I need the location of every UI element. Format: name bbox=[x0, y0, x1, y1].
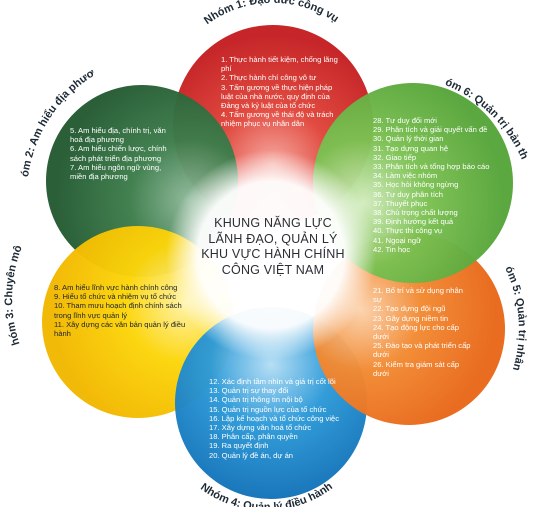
list-item: 7. Am hiểu ngôn ngữ vùng, miền địa phươn… bbox=[70, 162, 162, 182]
list-item: 6. Am hiểu chiến lược, chính sách phát t… bbox=[70, 144, 167, 163]
list-item: 23. Gây dựng niềm tin bbox=[373, 313, 449, 323]
list-item: 4. Tấm gương về thái độ và trách nhiệm p… bbox=[221, 110, 334, 129]
list-item: 22. Tạo dựng đội ngũ bbox=[373, 304, 446, 314]
list-item: 8. Am hiểu lĩnh vực hành chính công bbox=[54, 283, 178, 292]
group-4-items: 12. Xác định tầm nhìn và giá trị cốt lõi… bbox=[209, 377, 339, 460]
list-item: 37. Thuyết phục bbox=[373, 198, 428, 208]
center-disc bbox=[166, 150, 376, 360]
group-2-items: 5. Am hiểu địa, chính trị, văn hoá địa p… bbox=[70, 126, 175, 181]
list-item: 32. Giao tiếp bbox=[373, 152, 417, 162]
list-item: 16. Lập kế hoạch và tổ chức công việc bbox=[209, 413, 340, 423]
list-item: 9. Hiểu tổ chức và nhiệm vụ tổ chức bbox=[54, 292, 177, 302]
list-item: 29. Phân tích và giải quyết vấn đề bbox=[373, 125, 488, 135]
list-item: 39. Định hướng kết quả bbox=[373, 217, 454, 227]
list-item: 5. Am hiểu địa, chính trị, văn hoá địa p… bbox=[70, 126, 166, 145]
list-item: 14. Quản trị thông tin nội bộ bbox=[209, 395, 303, 405]
list-item: 13. Quản trị sự thay đổi bbox=[209, 386, 289, 396]
list-item: 11. Xây dựng các văn bản quản lý điều hà… bbox=[54, 319, 186, 339]
list-item: 21. Bố trí và sử dụng nhân sự bbox=[373, 286, 463, 305]
list-item: 1. Thực hành tiết kiệm, chống lãng phí bbox=[221, 55, 338, 74]
list-item: 12. Xác định tầm nhìn và giá trị cốt lõi bbox=[209, 377, 336, 386]
list-item: 17. Xây dựng văn hoá tổ chức bbox=[209, 423, 312, 433]
list-item: 26. Kiểm tra giám sát cấp dưới bbox=[373, 359, 460, 378]
group-3-items: 8. Am hiểu lĩnh vực hành chính công 9. H… bbox=[54, 283, 187, 338]
list-item: 40. Thực thi công vụ bbox=[373, 226, 443, 236]
list-item: 24. Tạo động lực cho cấp dưới bbox=[373, 322, 460, 342]
group-6-items: 28. Tư duy đổi mới 29. Phân tích và giải… bbox=[373, 116, 503, 254]
list-item: 19. Ra quyết định bbox=[209, 441, 269, 451]
list-item: 3. Tấm gương về thực hiện pháp luật của … bbox=[221, 82, 333, 111]
list-item: 2. Thực hành chí công vô tư bbox=[221, 73, 317, 83]
list-item: 38. Chủ trọng chất lượng bbox=[373, 208, 458, 218]
group-5-items: 21. Bố trí và sử dụng nhân sự 22. Tạo dự… bbox=[373, 286, 473, 378]
list-item: 20. Quản lý đề án, dự án bbox=[209, 450, 294, 460]
group-1-items: 1. Thực hành tiết kiệm, chống lãng phí 2… bbox=[221, 55, 339, 129]
list-item: 30. Quản lý thời gian bbox=[373, 134, 444, 144]
list-item: 25. Đào tạo và phát triển cấp dưới bbox=[373, 341, 471, 360]
list-item: 33. Phân tích và tổng hợp báo cáo bbox=[373, 162, 490, 172]
group-1-label: Nhóm 1: Đạo đức công vụ bbox=[202, 0, 341, 27]
list-item: 34. Làm việc nhóm bbox=[373, 171, 438, 181]
list-item: 18. Phân cấp, phân quyền bbox=[209, 432, 298, 442]
list-item: 42. Tin học bbox=[373, 244, 411, 254]
list-item: 41. Ngoại ngữ bbox=[373, 235, 422, 245]
center-title: KHUNG NĂNG LỰC LÃNH ĐẠO, QUẢN LÝ KHU VỰC… bbox=[201, 216, 345, 277]
list-item: 35. Học hỏi không ngừng bbox=[373, 180, 459, 190]
list-item: 31. Tạo dựng quan hệ bbox=[373, 143, 449, 153]
list-item: 10. Tham mưu hoạch định chính sách trong… bbox=[54, 301, 182, 320]
list-item: 28. Tư duy đổi mới bbox=[373, 116, 437, 125]
list-item: 36. Tư duy phân tích bbox=[373, 189, 443, 199]
list-item: 15. Quản trị nguồn lực của tổ chức bbox=[209, 404, 327, 414]
